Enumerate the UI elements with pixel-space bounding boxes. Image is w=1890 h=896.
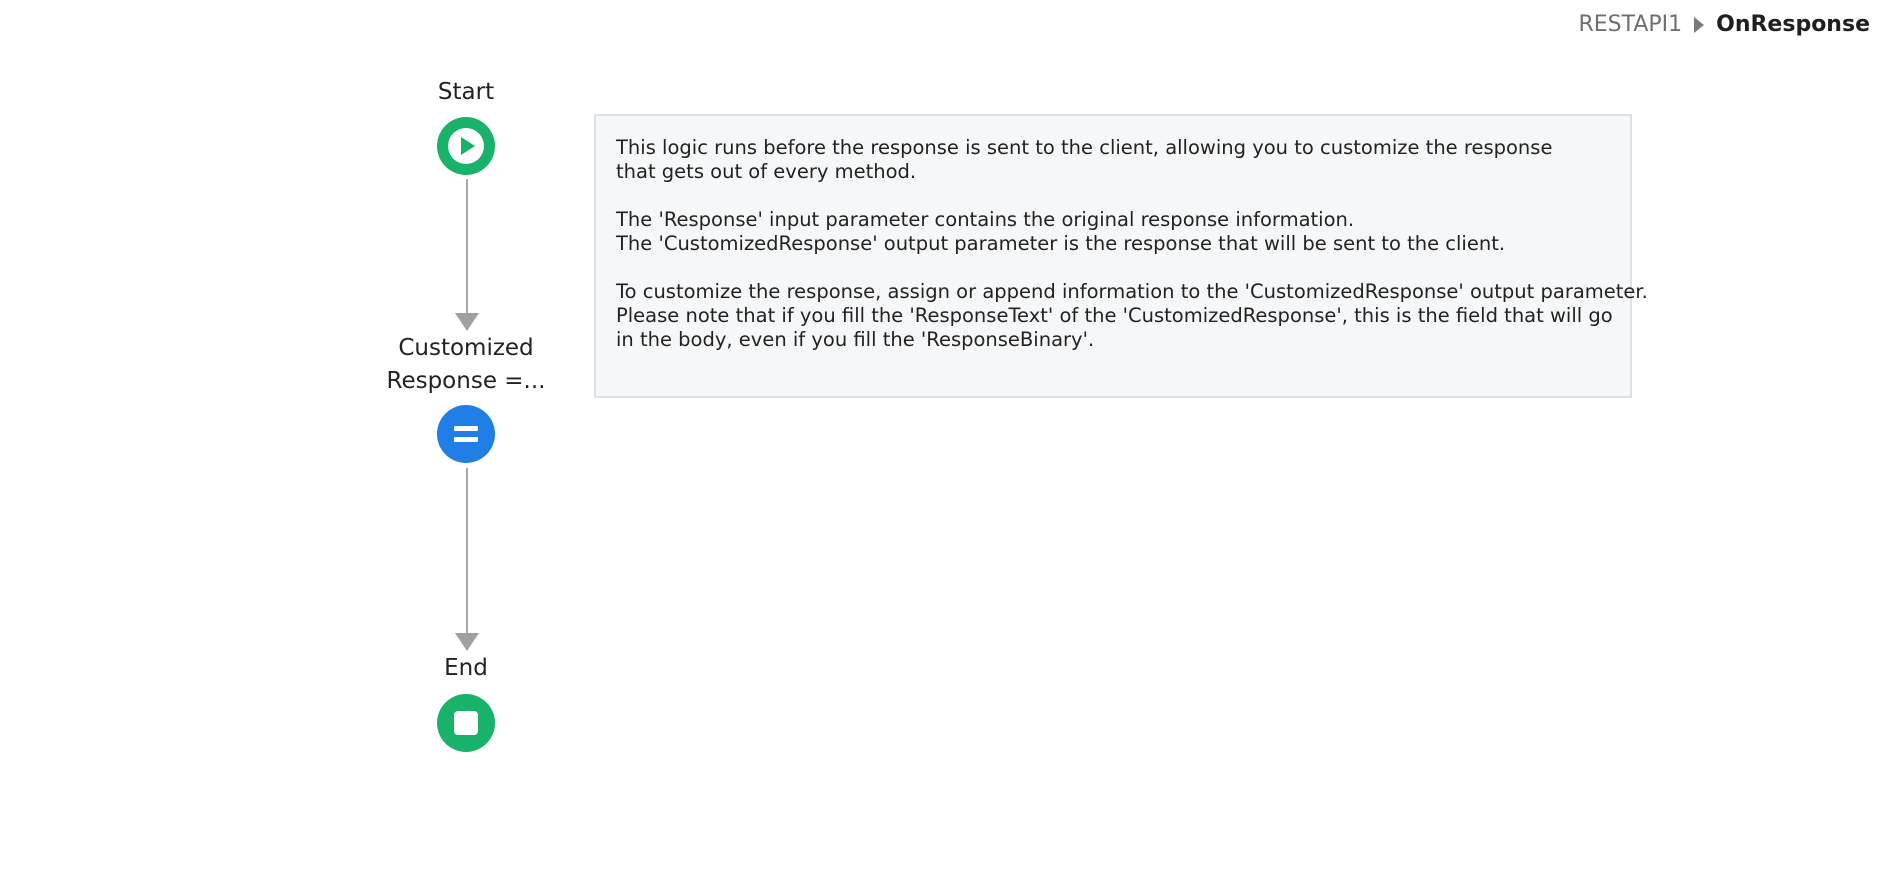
comment-paragraph-3: To customize the response, assign or app… [616,280,1648,352]
comment-line: The 'Response' input parameter contains … [616,208,1355,231]
flow-connector-start-assign[interactable] [466,179,468,319]
breadcrumb-parent-restapi1[interactable]: RESTAPI1 [1578,12,1683,37]
arrow-down-icon [455,633,479,651]
play-icon [448,128,484,164]
comment-line: Please note that if you fill the 'Respon… [616,304,1613,327]
comment-line: This logic runs before the response is s… [616,136,1553,159]
comment-paragraph-1: This logic runs before the response is s… [616,136,1610,184]
start-node-label: Start [437,79,495,105]
end-node[interactable] [437,694,495,752]
comment-line: that gets out of every method. [616,160,917,183]
assign-label-line2: Response =... [386,368,546,394]
comment-line: The 'CustomizedResponse' output paramete… [616,232,1506,255]
breadcrumb: RESTAPI1 OnResponse [1578,12,1870,37]
comment-line: To customize the response, assign or app… [616,280,1648,303]
start-node[interactable] [437,117,495,175]
equals-icon [454,426,478,442]
comment-paragraph-2: The 'Response' input parameter contains … [616,208,1610,256]
breadcrumb-current-onresponse: OnResponse [1716,12,1870,37]
flow-connector-assign-end[interactable] [466,468,468,633]
breadcrumb-separator-icon [1694,16,1705,33]
arrow-down-icon [455,313,479,331]
end-node-label: End [444,655,488,681]
assign-node-label: Customized Response =... [346,332,586,398]
stop-icon [454,711,478,735]
comment-line: in the body, even if you fill the 'Respo… [616,328,1095,351]
flow-comment-box[interactable]: This logic runs before the response is s… [594,114,1648,398]
assign-node[interactable] [437,405,495,463]
assign-label-line1: Customized [398,335,534,361]
